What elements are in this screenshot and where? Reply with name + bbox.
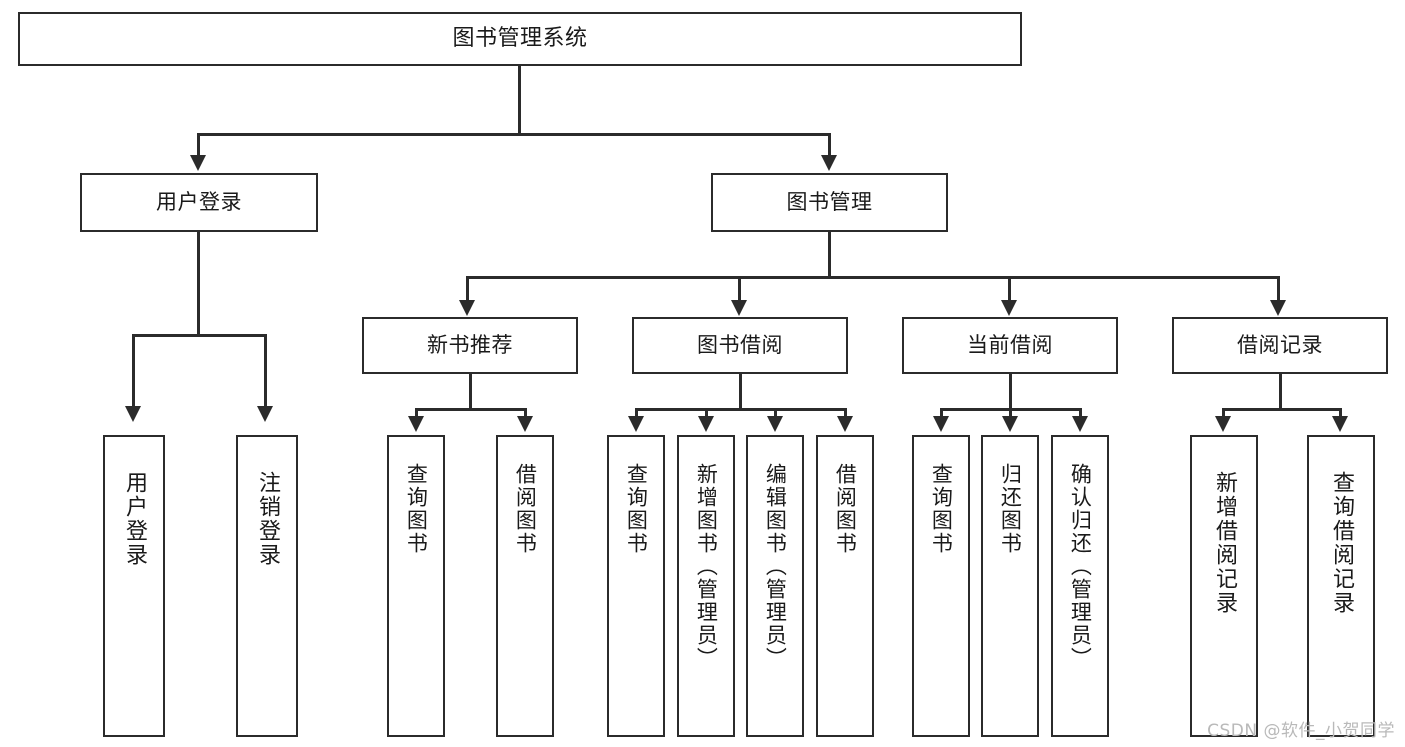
node-label: 借阅图书 — [513, 463, 538, 555]
connector-bm-to-borrow-record — [1277, 276, 1280, 302]
arrowhead-book-borrow-leaf-4 — [837, 416, 853, 432]
connector-user-login-to-leaf-1 — [132, 334, 135, 408]
node-label: 图书管理系统 — [452, 25, 588, 51]
leaf-borrow-record-add-record[interactable]: 新增借阅记录 — [1190, 435, 1258, 737]
arrowhead-book-borrow-leaf-2 — [698, 416, 714, 432]
connector-current-borrow-stem — [1009, 374, 1012, 410]
node-label: 新书推荐 — [427, 332, 513, 357]
connector-bm-to-book-borrow — [738, 276, 741, 302]
node-label: 新增借阅记录 — [1211, 471, 1237, 615]
leaf-current-borrow-return-book[interactable]: 归还图书 — [981, 435, 1039, 737]
arrowhead-user-login-leaf-2 — [257, 406, 273, 422]
node-label: 查询借阅记录 — [1328, 471, 1354, 615]
connector-book-management-stem — [828, 232, 831, 277]
connector-new-book-to-leaf-1 — [415, 408, 418, 420]
node-book-management[interactable]: 图书管理 — [711, 173, 948, 232]
node-label: 编辑图书（管理员） — [763, 463, 788, 670]
leaf-user-login-login[interactable]: 用户登录 — [103, 435, 165, 737]
connector-new-book-to-leaf-2 — [524, 408, 527, 420]
arrowhead-current-borrow-leaf-3 — [1072, 416, 1088, 432]
node-user-login[interactable]: 用户登录 — [80, 173, 318, 232]
node-book-borrow[interactable]: 图书借阅 — [632, 317, 848, 374]
node-label: 查询图书 — [624, 463, 649, 555]
connector-user-login-bus — [132, 334, 267, 337]
connector-root-to-book-management — [828, 133, 831, 157]
connector-book-borrow-bus — [635, 408, 847, 411]
node-label: 查询图书 — [404, 463, 429, 555]
connector-book-borrow-to-leaf-3 — [774, 408, 777, 420]
node-label: 图书借阅 — [697, 332, 783, 357]
arrowhead-new-book-leaf-2 — [517, 416, 533, 432]
connector-book-borrow-to-leaf-1 — [635, 408, 638, 420]
leaf-current-borrow-confirm-return-admin[interactable]: 确认归还（管理员） — [1051, 435, 1109, 737]
connector-user-login-stem — [197, 232, 200, 335]
arrowhead-root-to-book-management — [821, 155, 837, 171]
leaf-book-borrow-add-book-admin[interactable]: 新增图书（管理员） — [677, 435, 735, 737]
node-label: 注销登录 — [254, 471, 280, 567]
node-label: 用户登录 — [156, 189, 242, 214]
arrowhead-bm-to-borrow-record — [1270, 300, 1286, 316]
connector-current-borrow-to-leaf-2 — [1009, 408, 1012, 420]
arrowhead-borrow-record-leaf-2 — [1332, 416, 1348, 432]
connector-root-stem — [518, 66, 521, 134]
connector-book-borrow-stem — [739, 374, 742, 410]
node-label: 借阅图书 — [833, 463, 858, 555]
node-label: 图书管理 — [786, 189, 873, 214]
node-label: 确认归还（管理员） — [1068, 463, 1093, 670]
arrowhead-root-to-user-login — [190, 155, 206, 171]
leaf-book-borrow-query-book[interactable]: 查询图书 — [607, 435, 665, 737]
arrowhead-book-borrow-leaf-3 — [767, 416, 783, 432]
arrowhead-bm-to-new-book — [459, 300, 475, 316]
leaf-user-login-logout[interactable]: 注销登录 — [236, 435, 298, 737]
node-label: 用户登录 — [121, 471, 147, 567]
arrowhead-new-book-leaf-1 — [408, 416, 424, 432]
node-label: 查询图书 — [929, 463, 954, 555]
arrowhead-book-borrow-leaf-1 — [628, 416, 644, 432]
arrowhead-user-login-leaf-1 — [125, 406, 141, 422]
leaf-new-book-query-book[interactable]: 查询图书 — [387, 435, 445, 737]
connector-borrow-record-bus — [1222, 408, 1342, 411]
arrowhead-current-borrow-leaf-2 — [1002, 416, 1018, 432]
connector-bm-to-new-book — [466, 276, 469, 302]
connector-current-borrow-to-leaf-1 — [940, 408, 943, 420]
node-new-book-recommend[interactable]: 新书推荐 — [362, 317, 578, 374]
connector-book-borrow-to-leaf-4 — [844, 408, 847, 420]
connector-borrow-record-to-leaf-2 — [1339, 408, 1342, 420]
connector-current-borrow-to-leaf-3 — [1079, 408, 1082, 420]
connector-root-bus — [197, 133, 831, 136]
connector-book-borrow-to-leaf-2 — [705, 408, 708, 420]
arrowhead-bm-to-current-borrow — [1001, 300, 1017, 316]
connector-borrow-record-to-leaf-1 — [1222, 408, 1225, 420]
connector-bm-to-current-borrow — [1008, 276, 1011, 302]
connector-root-to-user-login — [197, 133, 200, 157]
node-root-book-management-system[interactable]: 图书管理系统 — [18, 12, 1022, 66]
leaf-borrow-record-query-record[interactable]: 查询借阅记录 — [1307, 435, 1375, 737]
arrowhead-bm-to-book-borrow — [731, 300, 747, 316]
node-label: 借阅记录 — [1237, 332, 1323, 357]
connector-borrow-record-stem — [1279, 374, 1282, 410]
node-label: 归还图书 — [998, 463, 1023, 555]
leaf-new-book-borrow-book[interactable]: 借阅图书 — [496, 435, 554, 737]
connector-new-book-stem — [469, 374, 472, 410]
connector-new-book-bus — [415, 408, 527, 411]
node-borrow-record[interactable]: 借阅记录 — [1172, 317, 1388, 374]
arrowhead-borrow-record-leaf-1 — [1215, 416, 1231, 432]
node-label: 当前借阅 — [967, 332, 1053, 357]
arrowhead-current-borrow-leaf-1 — [933, 416, 949, 432]
connector-book-management-bus — [466, 276, 1280, 279]
leaf-current-borrow-query-book[interactable]: 查询图书 — [912, 435, 970, 737]
connector-user-login-to-leaf-2 — [264, 334, 267, 408]
leaf-book-borrow-borrow-book[interactable]: 借阅图书 — [816, 435, 874, 737]
leaf-book-borrow-edit-book-admin[interactable]: 编辑图书（管理员） — [746, 435, 804, 737]
node-current-borrow[interactable]: 当前借阅 — [902, 317, 1118, 374]
node-label: 新增图书（管理员） — [694, 463, 719, 670]
